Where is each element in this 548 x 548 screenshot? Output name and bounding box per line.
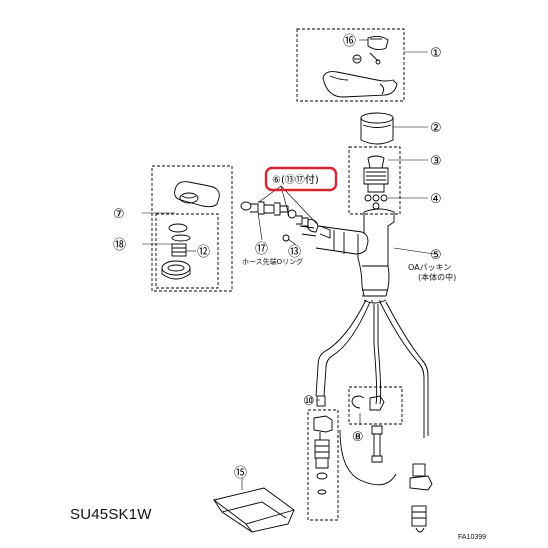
highlight-label: ⑥(⑬⑰付)	[272, 175, 319, 186]
part-number-7: ⑦	[113, 207, 125, 222]
part-number-10: ⑩	[303, 394, 315, 409]
cover-part	[360, 112, 394, 145]
part-number-17: ⑰	[255, 242, 268, 257]
part-number-1: ①	[430, 46, 442, 61]
mounting-bracket-part	[351, 395, 385, 463]
part-number-8: ⑧	[352, 430, 364, 445]
shower-head-part	[174, 181, 220, 208]
supply-hoses	[315, 299, 429, 486]
group-box-cartridge	[348, 146, 401, 215]
lever-handle-part	[322, 71, 398, 98]
tray-part	[212, 487, 296, 533]
part-number-18: ⑱	[113, 238, 126, 253]
faucet-body-part	[299, 208, 395, 304]
group-box-shower-head	[151, 165, 233, 292]
highlight-box	[264, 166, 338, 192]
part-number-12: ⑫	[197, 245, 210, 260]
oa-packing-note: OAパッキン	[408, 263, 452, 272]
figure-code: FA10399	[458, 534, 487, 541]
part-number-13: ⑬	[288, 245, 301, 260]
part-number-15: ⑮	[234, 466, 247, 481]
handle-cap-part	[367, 35, 389, 51]
shower-parts-kit	[161, 223, 191, 280]
part-number-3: ③	[430, 154, 442, 169]
supply-fitting-part	[409, 463, 433, 533]
hose-connector-part	[240, 201, 331, 242]
check-valve-part	[313, 395, 333, 495]
group-box-check-valve	[307, 409, 339, 521]
oa-packing-location-note: (本体の中)	[418, 273, 457, 282]
group-box-shower-parts	[155, 213, 219, 289]
model-code: SU45SK1W	[70, 506, 152, 523]
leader-lines	[142, 39, 435, 490]
group-box-handle	[296, 28, 405, 102]
cartridge-part	[363, 155, 389, 193]
hose-o-ring-note: ホース先端Oリング	[242, 258, 304, 266]
part-number-16: ⑯	[343, 34, 356, 49]
part-number-5: ⑤	[430, 248, 442, 263]
part-number-2: ②	[430, 121, 442, 136]
part-number-4: ④	[430, 192, 442, 207]
group-box-bracket	[348, 386, 403, 425]
o-rings-part	[364, 194, 388, 210]
screw-part	[352, 52, 381, 65]
